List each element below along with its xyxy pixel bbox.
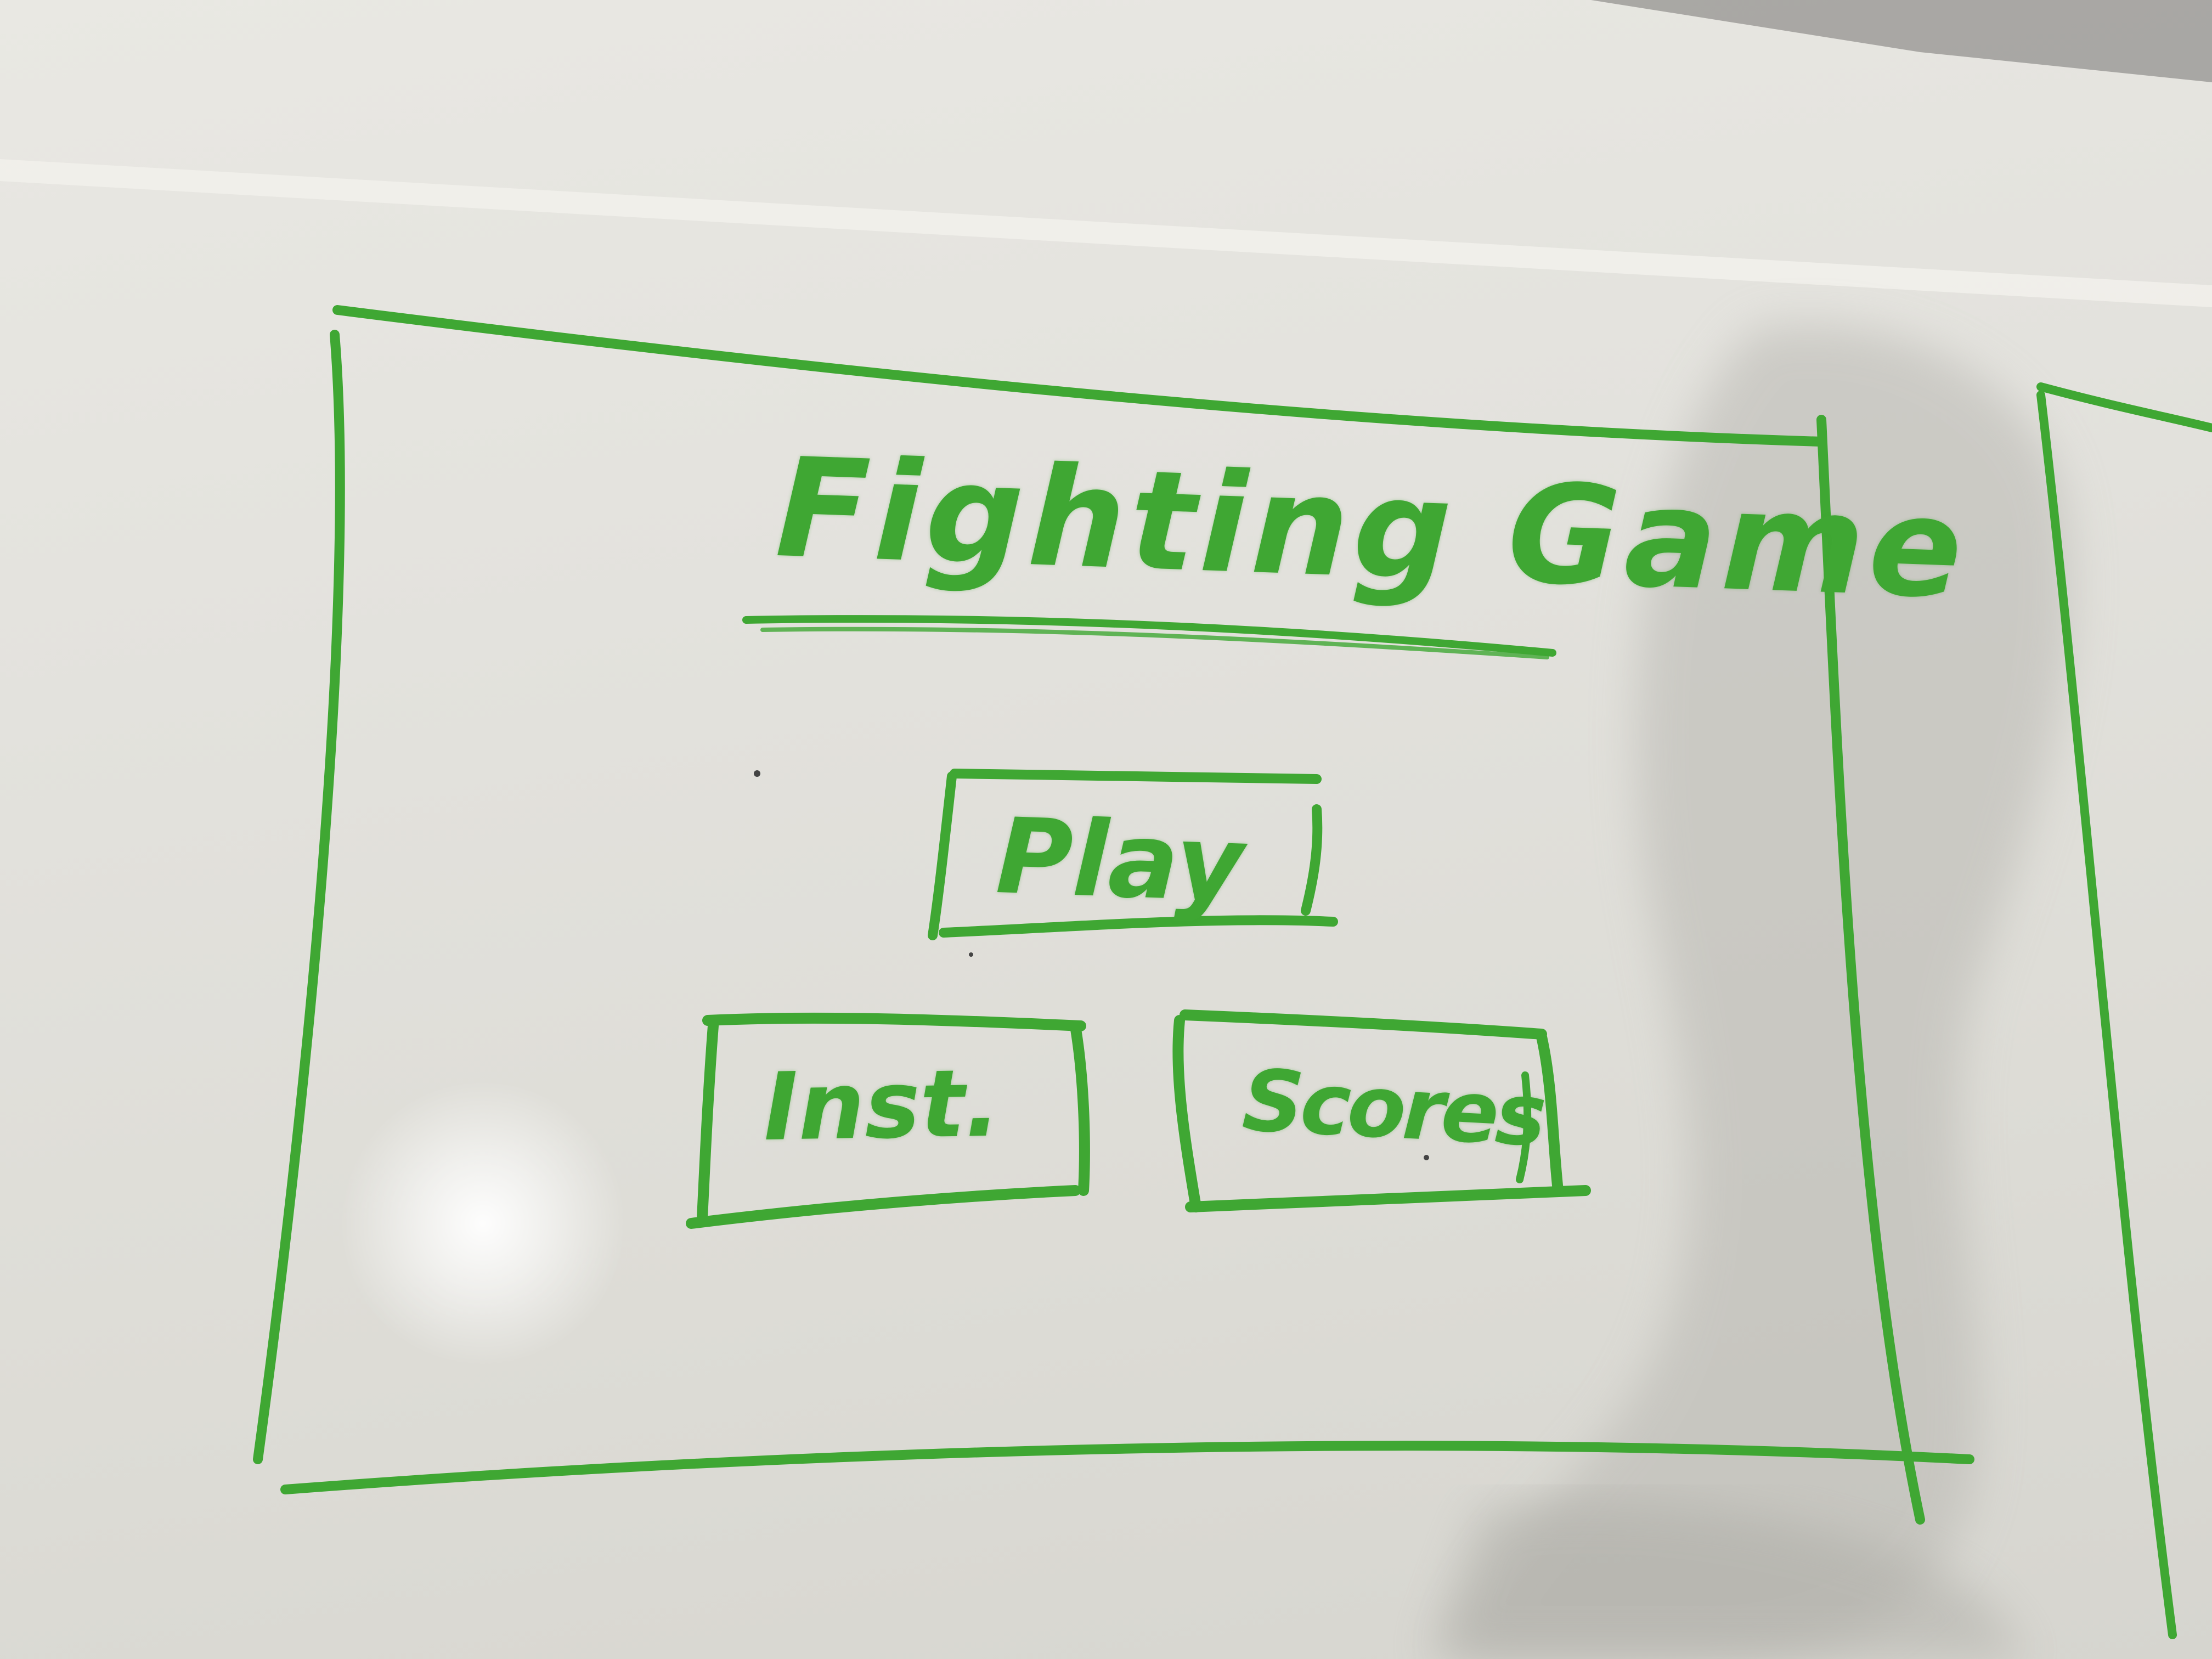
marker-speck — [754, 770, 760, 777]
hand-shadow — [1454, 325, 2072, 1659]
instructions-button-label: Inst. — [763, 1049, 1001, 1162]
marker-speck — [1424, 1155, 1429, 1160]
play-button-box — [928, 769, 1338, 940]
lower-shadow — [1426, 1500, 2030, 1659]
board-frame-edge — [0, 159, 2212, 307]
title-underline — [742, 615, 1556, 659]
scores-button-box — [1172, 1009, 1591, 1212]
play-button-label: Play — [994, 795, 1246, 926]
board-top-strip — [1591, 0, 2212, 82]
light-glare — [340, 1081, 625, 1366]
scores-button-label: Scores — [1240, 1051, 1546, 1166]
adjacent-sketch-frame — [2036, 382, 2212, 1639]
inst-button-box — [686, 1012, 1090, 1229]
marker-speck — [969, 952, 973, 957]
sketch-frame — [253, 305, 1974, 1525]
